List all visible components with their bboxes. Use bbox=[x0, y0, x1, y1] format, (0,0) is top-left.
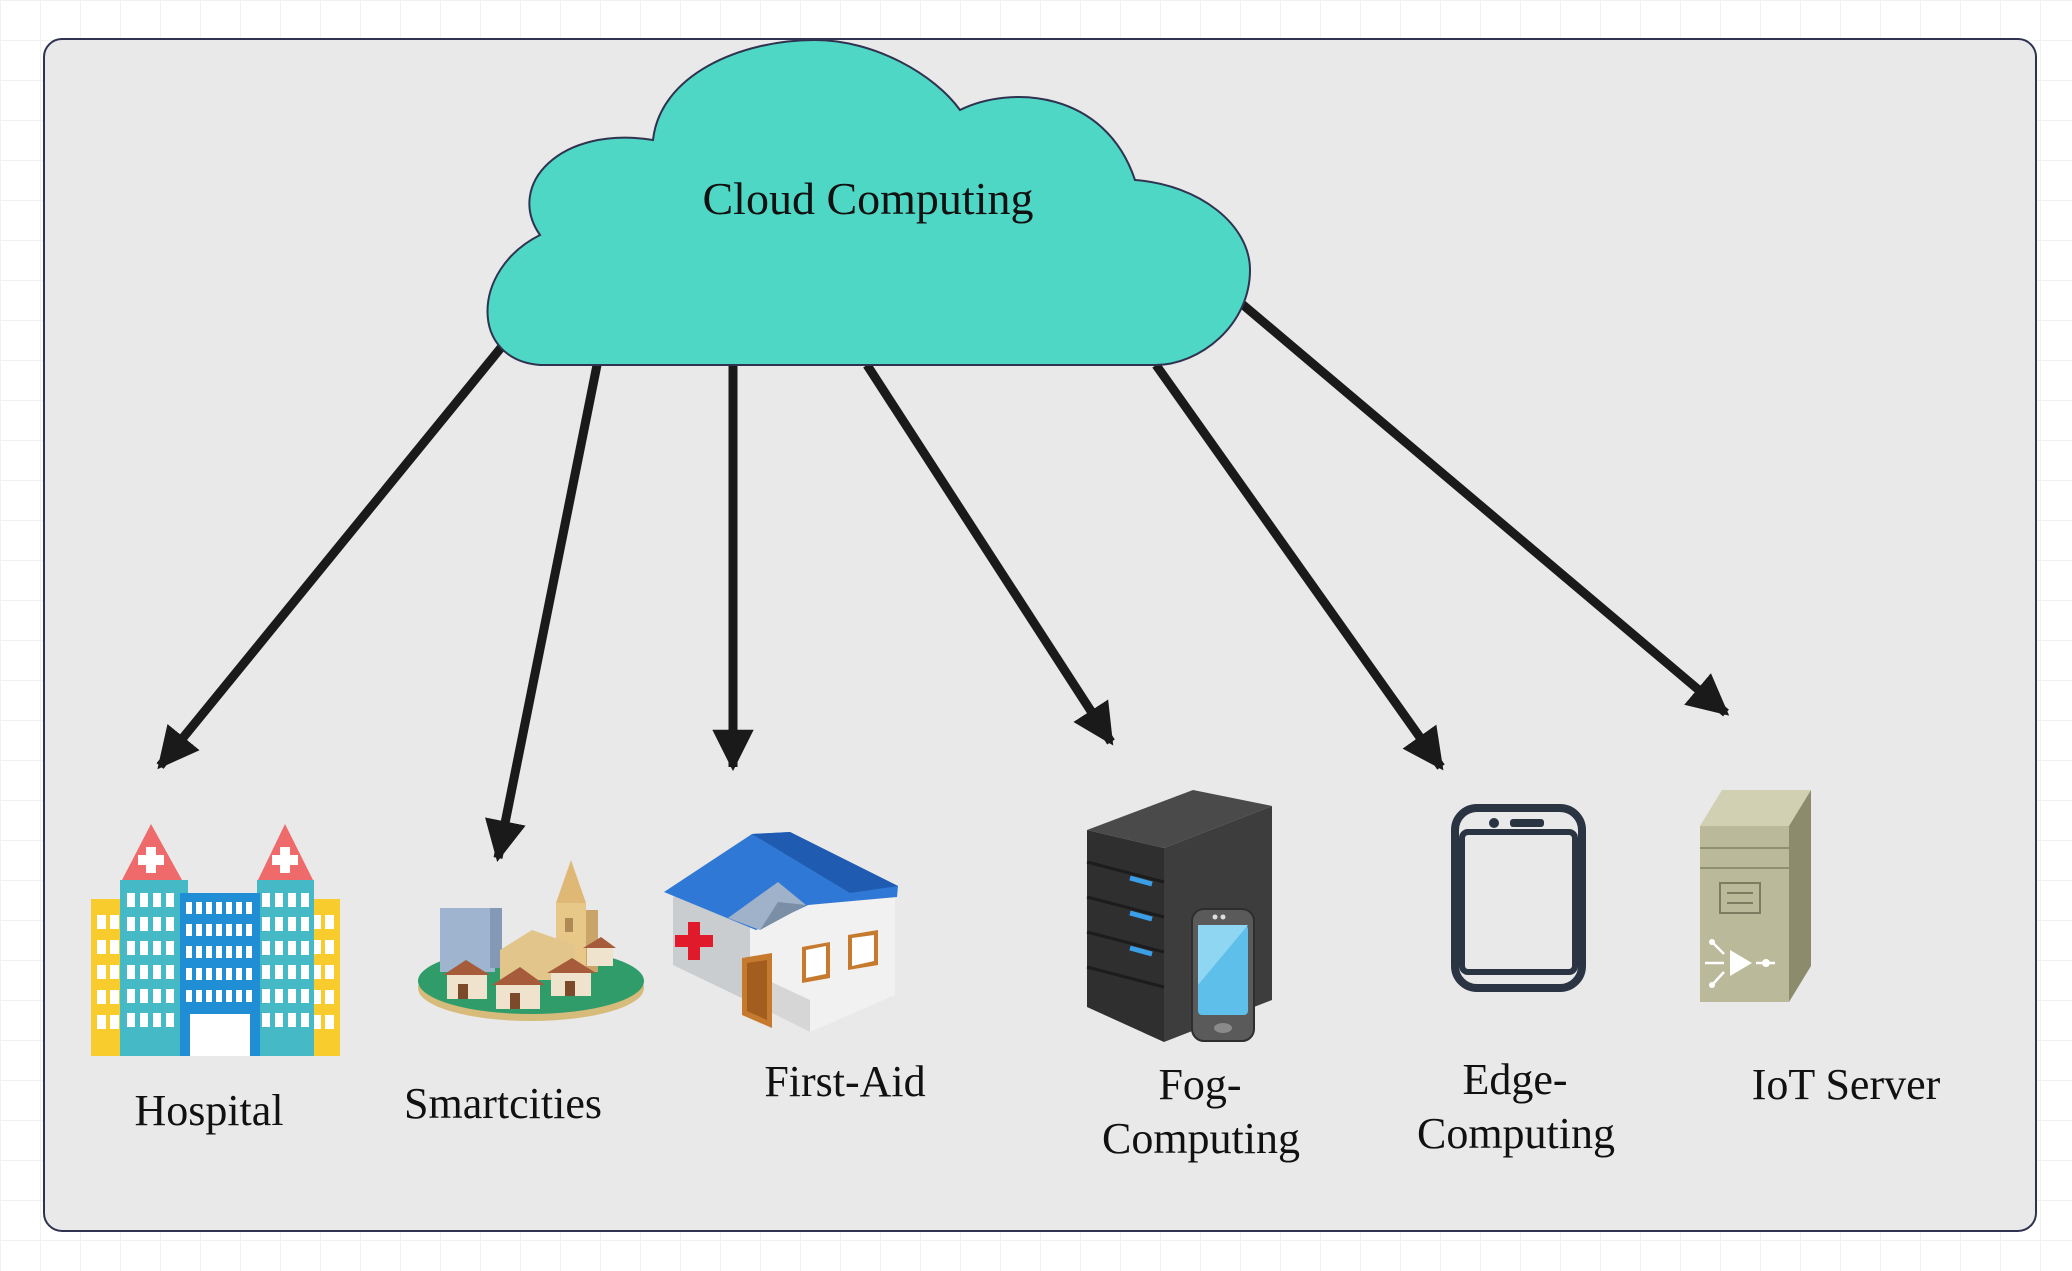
node-labels: Hospital Smartcities First-Aid Fog- Comp… bbox=[134, 1055, 1940, 1163]
arrow-to-smartcities bbox=[485, 364, 602, 863]
smartphone-outline-icon bbox=[1451, 804, 1586, 992]
cloud-node: Cloud Computing bbox=[486, 38, 1252, 366]
first-aid-house-icon bbox=[664, 832, 898, 1032]
arrow-to-hospital bbox=[156, 330, 517, 770]
arrow-group bbox=[156, 300, 1730, 863]
label-first-aid: First-Aid bbox=[764, 1057, 925, 1106]
arrow-to-iot-server bbox=[1239, 300, 1730, 717]
label-smartcities: Smartcities bbox=[404, 1079, 602, 1128]
label-fog-line2: Computing bbox=[1102, 1114, 1300, 1163]
arrow-to-fog-computing bbox=[863, 362, 1115, 746]
server-with-phone-icon bbox=[1086, 790, 1272, 1042]
label-iot-server: IoT Server bbox=[1752, 1060, 1941, 1109]
label-fog-line1: Fog- bbox=[1158, 1060, 1241, 1109]
label-edge-line1: Edge- bbox=[1462, 1055, 1567, 1104]
hospital-building-icon bbox=[91, 824, 340, 1056]
arrow-to-edge-computing bbox=[1152, 362, 1445, 771]
cloud-shape bbox=[486, 38, 1252, 366]
cloud-label: Cloud Computing bbox=[703, 173, 1034, 224]
server-tower-icon bbox=[1700, 790, 1811, 1002]
label-edge-line2: Computing bbox=[1417, 1109, 1615, 1158]
smart-city-icon bbox=[418, 860, 644, 1021]
label-hospital: Hospital bbox=[134, 1086, 283, 1135]
